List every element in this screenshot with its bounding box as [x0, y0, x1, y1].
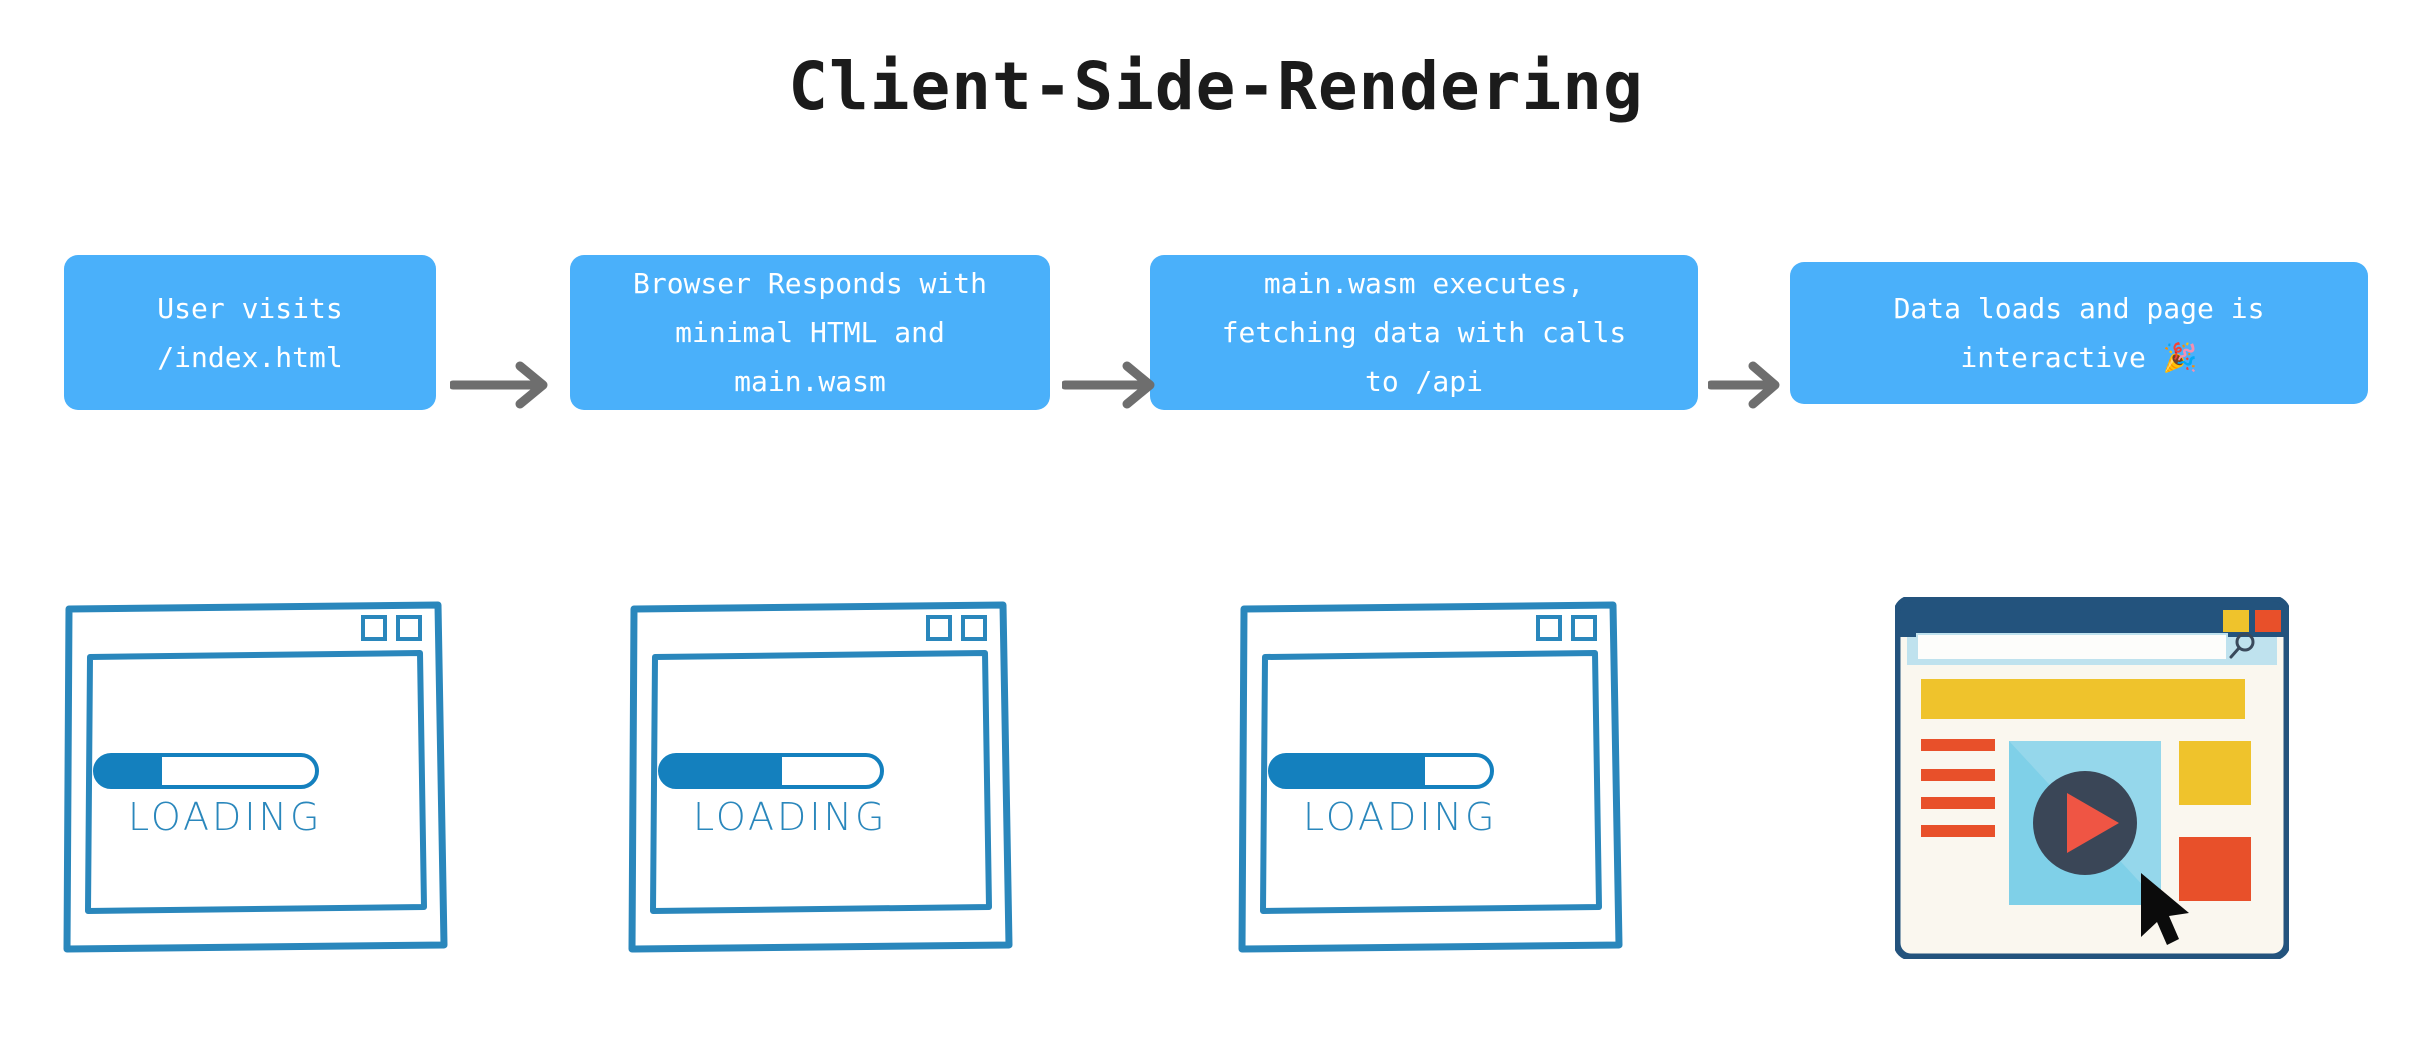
flow-step-2-label: Browser Responds with minimal HTML and m… — [632, 267, 987, 398]
rendered-page-illustration — [1893, 595, 2291, 961]
loading-window-1 — [60, 595, 452, 957]
progress-bar-track-2 — [658, 753, 884, 789]
loading-caption-1: LOADING — [128, 795, 323, 839]
flow-step-4-label: Data loads and page is interactive 🎉 — [1893, 292, 2265, 374]
banner-block — [1921, 679, 2245, 719]
play-button-icon — [2033, 771, 2137, 875]
arrow-right-icon-2 — [1060, 355, 1164, 415]
loading-caption-2: LOADING — [693, 795, 888, 839]
flow-step-2: Browser Responds with minimal HTML and m… — [570, 255, 1050, 410]
side-block-bottom — [2179, 837, 2251, 901]
mouse-pointer-icon — [2141, 873, 2189, 945]
magnifier-icon — [2229, 632, 2255, 659]
close-button — [2255, 610, 2281, 632]
arrow-right-icon-3 — [1706, 355, 1788, 415]
arrow-right-icon-1 — [448, 355, 558, 415]
page-title: Client-Side-Rendering — [788, 48, 1644, 125]
flow-step-4: Data loads and page is interactive 🎉 — [1790, 262, 2368, 404]
loading-caption-3: LOADING — [1303, 795, 1498, 839]
progress-bar-track-3 — [1268, 753, 1494, 789]
progress-bar-track-1 — [93, 753, 319, 789]
flow-step-3: main.wasm executes, fetching data with c… — [1150, 255, 1698, 410]
search-input — [1916, 633, 2228, 661]
side-block-top — [2179, 741, 2251, 805]
text-lines — [1921, 739, 1995, 837]
loading-window-3 — [1235, 595, 1627, 957]
flow-step-1: User visits /index.html — [64, 255, 436, 410]
minimize-button — [2223, 610, 2249, 632]
flow-step-3-label: main.wasm executes, fetching data with c… — [1221, 267, 1627, 398]
loading-window-2 — [625, 595, 1017, 957]
flow-step-1-label: User visits /index.html — [157, 291, 343, 374]
